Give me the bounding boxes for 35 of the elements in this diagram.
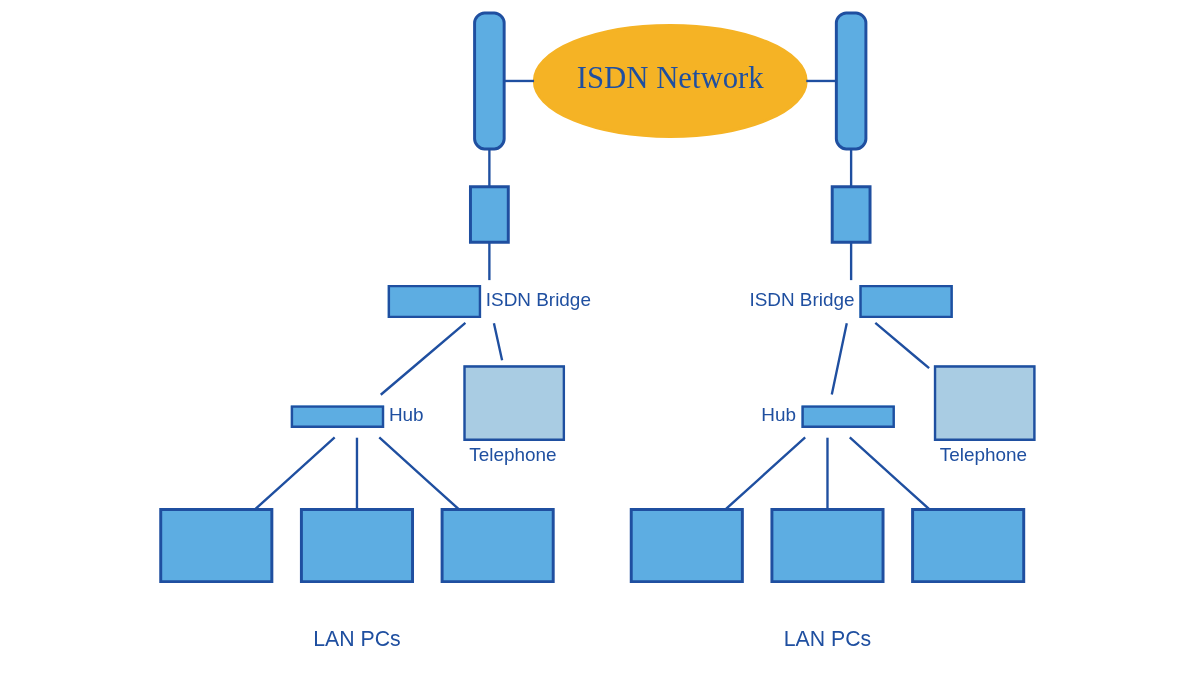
connector <box>848 436 930 511</box>
connector <box>377 436 460 511</box>
node-label: Hub <box>388 404 424 426</box>
node-label: ISDN Bridge <box>485 288 591 310</box>
label: LAN PCs <box>312 626 401 651</box>
label: LAN PCs <box>783 626 871 651</box>
node-box <box>910 508 1025 584</box>
node-box <box>468 185 510 244</box>
connector <box>487 149 491 187</box>
node-box <box>769 508 884 584</box>
connector <box>805 79 836 83</box>
connector <box>849 149 852 187</box>
connector <box>849 242 852 281</box>
connector <box>492 322 503 361</box>
connector <box>825 437 829 510</box>
node-label: Telephone <box>468 443 557 465</box>
connector <box>503 79 534 83</box>
node-box <box>629 508 744 584</box>
node-box <box>830 185 871 244</box>
node-bar <box>472 11 506 151</box>
connector <box>830 322 848 395</box>
node-box <box>158 508 273 584</box>
node-ellipse: ISDN Network <box>532 23 808 138</box>
connector <box>874 322 930 370</box>
connector <box>379 322 466 396</box>
connector <box>724 436 806 511</box>
node-bar <box>834 11 867 151</box>
node-label: ISDN Bridge <box>748 288 855 310</box>
connector <box>253 436 335 511</box>
node-box <box>299 508 414 584</box>
connector <box>487 242 491 281</box>
node-label: Hub <box>760 404 796 426</box>
node-label: Telephone <box>939 443 1027 465</box>
node-box <box>440 508 555 584</box>
connector <box>355 437 358 510</box>
